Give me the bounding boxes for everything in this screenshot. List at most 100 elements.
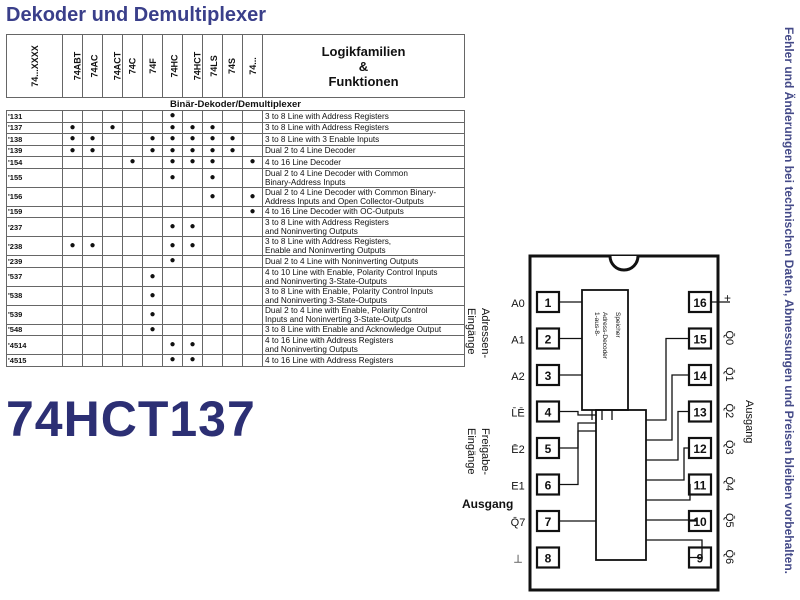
vcc-symbol: + — [724, 291, 731, 305]
family-header-74abt: 74ABT — [62, 34, 83, 98]
family-availability-cell — [202, 255, 223, 268]
family-availability-cell — [222, 335, 243, 355]
family-availability-cell — [182, 323, 203, 336]
family-availability-cell: ● — [62, 144, 83, 157]
family-availability-cell — [242, 323, 263, 336]
function-line-1: 4 to 10 Line with Enable, Polarity Contr… — [265, 267, 438, 277]
part-suffix-cell: '548 — [6, 323, 63, 336]
part-suffix-cell: '137 — [6, 121, 63, 134]
family-availability-cell — [102, 167, 123, 188]
family-availability-cell — [62, 335, 83, 355]
table-row: '155●●Dual 2 to 4 Line Decoder with Comm… — [6, 167, 465, 188]
family-availability-cell — [182, 285, 203, 306]
right-signal-label: Q̄4 — [723, 477, 736, 492]
right-signal-label: Q̄1 — [723, 367, 736, 382]
family-availability-cell — [62, 186, 83, 207]
function-cell: 3 to 8 Line with Address Registers,Enabl… — [262, 236, 465, 256]
table-row: '538●3 to 8 Line with Enable, Polarity C… — [6, 285, 465, 306]
family-availability-cell — [162, 323, 183, 336]
family-header-74hct: 74HCT — [182, 34, 203, 98]
family-availability-cell: ● — [62, 121, 83, 134]
table-row: '548●3 to 8 Line with Enable and Acknowl… — [6, 323, 465, 336]
family-availability-cell — [62, 255, 83, 268]
family-availability-cell: ● — [202, 167, 223, 188]
table-row: '238●●●●3 to 8 Line with Address Registe… — [6, 236, 465, 256]
family-availability-cell: ● — [162, 121, 183, 134]
family-availability-cell — [202, 304, 223, 325]
table-row: '237●●3 to 8 Line with Address Registers… — [6, 217, 465, 237]
family-availability-cell — [122, 133, 143, 146]
family-availability-cell: ● — [102, 121, 123, 134]
function-cell: Dual 2 to 4 Line Decoder with Common Bin… — [262, 186, 465, 207]
part-suffix-cell: '159 — [6, 205, 63, 218]
family-availability-cell — [102, 335, 123, 355]
family-availability-cell — [82, 156, 103, 169]
family-availability-cell — [202, 335, 223, 355]
family-availability-cell — [122, 110, 143, 123]
family-availability-cell — [82, 304, 103, 325]
family-availability-cell — [102, 236, 123, 256]
function-line-2: and Noninverting 3-State-Outputs — [265, 276, 387, 286]
family-availability-cell: ● — [82, 133, 103, 146]
part-suffix-cell: '139 — [6, 144, 63, 157]
family-availability-cell: ● — [242, 156, 263, 169]
function-line-1: Dual 2 to 4 Line with Enable, Polarity C… — [265, 305, 428, 315]
family-availability-cell — [202, 217, 223, 237]
page-title: Dekoder und Demultiplexer — [6, 4, 267, 26]
latch-text-3: Speicher — [614, 312, 621, 338]
family-availability-cell — [122, 335, 143, 355]
family-availability-cell — [222, 217, 243, 237]
enable-group-label-1: Freigabe- — [479, 428, 491, 475]
family-availability-cell: ● — [202, 133, 223, 146]
family-availability-cell — [102, 285, 123, 306]
family-availability-cell — [62, 217, 83, 237]
family-availability-cell — [102, 354, 123, 367]
family-availability-cell: ● — [182, 236, 203, 256]
latch-text-2: Adress-Decoder — [601, 312, 608, 360]
family-availability-cell — [82, 255, 103, 268]
family-availability-cell — [242, 255, 263, 268]
family-availability-cell — [102, 133, 123, 146]
function-line-1: 4 to 16 Line Decoder — [265, 157, 342, 167]
left-signal-label: L̄Ē — [511, 407, 524, 420]
family-availability-cell: ● — [162, 236, 183, 256]
family-availability-cell: ● — [162, 335, 183, 355]
family-availability-cell — [182, 167, 203, 188]
family-availability-cell — [162, 285, 183, 306]
family-availability-cell — [102, 323, 123, 336]
function-line-1: 4 to 16 Line with Address Registers — [265, 355, 394, 365]
family-availability-cell: ● — [182, 217, 203, 237]
function-line-1: Dual 2 to 4 Line Decoder — [265, 146, 356, 156]
family-availability-cell — [242, 217, 263, 237]
family-availability-cell — [242, 335, 263, 355]
table-row: '539●Dual 2 to 4 Line with Enable, Polar… — [6, 304, 465, 325]
family-availability-cell — [142, 236, 163, 256]
disclaimer-note: Fehler und Änderungen bei technischen Da… — [782, 26, 796, 574]
family-availability-cell — [242, 236, 263, 256]
family-availability-cell — [122, 323, 143, 336]
left-pin-number: 6 — [545, 479, 552, 493]
family-availability-cell — [102, 266, 123, 287]
table-row: '131●3 to 8 Line with Address Registers — [6, 110, 465, 123]
family-availability-cell — [82, 285, 103, 306]
part-suffix-cell: '537 — [6, 266, 63, 287]
right-signal-label: Q̄2 — [723, 404, 736, 419]
family-availability-cell — [102, 217, 123, 237]
family-availability-cell — [202, 354, 223, 367]
family-header-74x: 74... — [242, 34, 263, 98]
family-availability-cell — [222, 236, 243, 256]
family-availability-cell: ● — [162, 133, 183, 146]
family-availability-cell: ● — [222, 133, 243, 146]
family-availability-cell — [102, 205, 123, 218]
function-line-1: 3 to 8 Line with Address Registers, — [265, 237, 392, 247]
family-availability-cell — [102, 304, 123, 325]
family-availability-cell — [62, 285, 83, 306]
function-cell: 3 to 8 Line with Address Registers — [262, 121, 465, 134]
family-availability-cell: ● — [142, 144, 163, 157]
family-availability-cell — [122, 205, 143, 218]
family-availability-cell: ● — [162, 217, 183, 237]
left-pin-number: 8 — [545, 552, 552, 566]
family-availability-cell — [242, 144, 263, 157]
family-header-74s: 74S — [222, 34, 243, 98]
